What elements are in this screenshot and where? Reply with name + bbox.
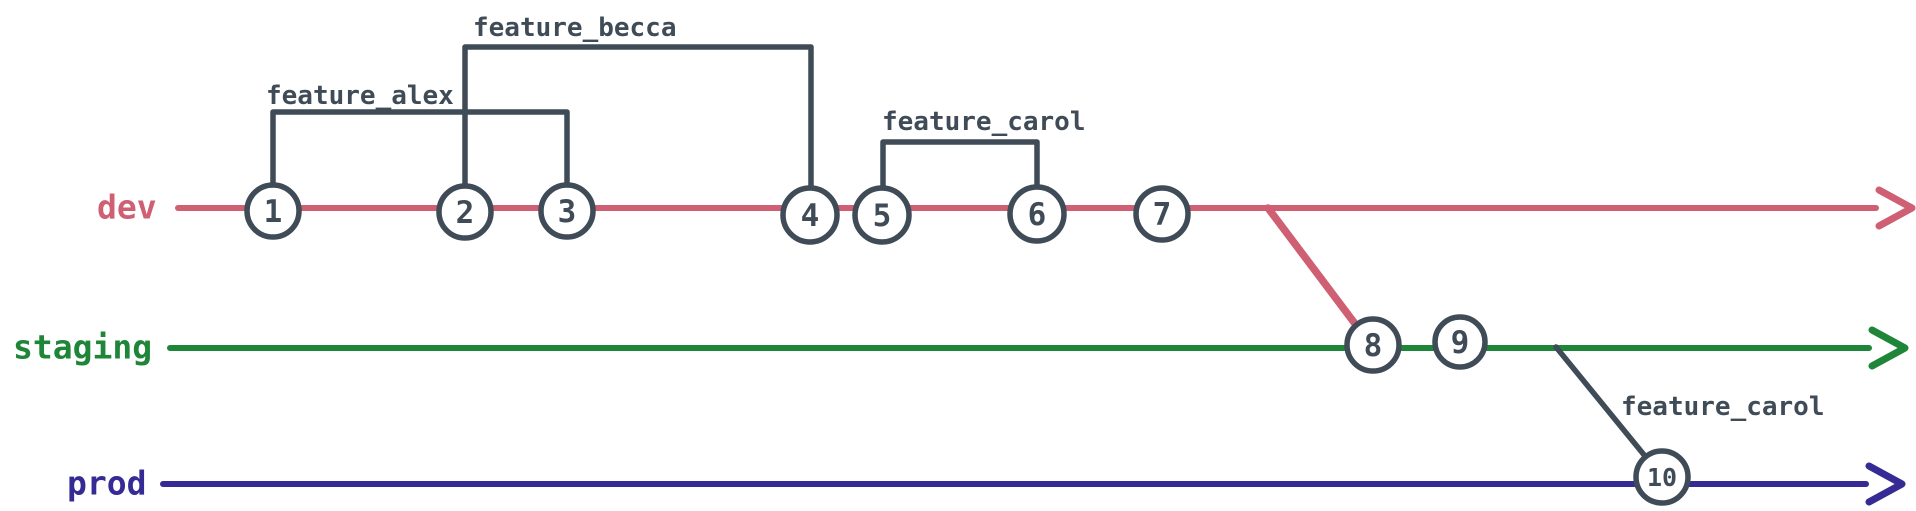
commit-node-7: 7: [1133, 185, 1191, 243]
commit-node-3: 3: [538, 182, 596, 240]
merge-dev-to-staging: [1264, 204, 1372, 345]
commit-number: 1: [264, 194, 283, 230]
branch-label-prod: prod: [67, 463, 147, 503]
arrow-right-icon-staging: [1868, 326, 1909, 370]
feature-label-carol-deploy: feature_carol: [1621, 392, 1825, 422]
feature-label-alex: feature_alex: [266, 81, 454, 111]
commit-number: 5: [873, 198, 892, 234]
commit-number: 2: [456, 195, 475, 231]
commit-node-8: 8: [1344, 316, 1402, 374]
feature-label-becca: feature_becca: [473, 13, 677, 43]
feature-carol-bracket: [880, 139, 1040, 201]
merge-staging-to-prod: [1553, 344, 1661, 475]
commit-number: 8: [1364, 328, 1383, 364]
commit-number: 3: [558, 194, 577, 230]
commit-node-6: 6: [1007, 184, 1067, 244]
arrow-right-icon-prod: [1865, 462, 1906, 506]
feature-alex-bracket: [270, 109, 570, 201]
commit-node-10: 10: [1633, 448, 1691, 506]
arrow-right-icon-dev: [1875, 186, 1916, 230]
commit-node-1: 1: [244, 182, 302, 240]
feature-becca-bracket: [462, 44, 814, 201]
feature-label-carol: feature_carol: [882, 107, 1086, 137]
commit-node-9: 9: [1432, 314, 1488, 370]
branch-label-staging: staging: [13, 327, 153, 367]
commit-number: 10: [1647, 463, 1677, 492]
commit-number: 7: [1153, 197, 1172, 233]
commit-node-2: 2: [436, 183, 494, 241]
commit-number: 6: [1028, 197, 1047, 233]
commit-number: 4: [801, 198, 820, 234]
commit-node-4: 4: [780, 185, 840, 245]
branch-label-dev: dev: [97, 187, 157, 227]
commit-number: 9: [1451, 325, 1470, 361]
commit-node-5: 5: [852, 185, 912, 245]
